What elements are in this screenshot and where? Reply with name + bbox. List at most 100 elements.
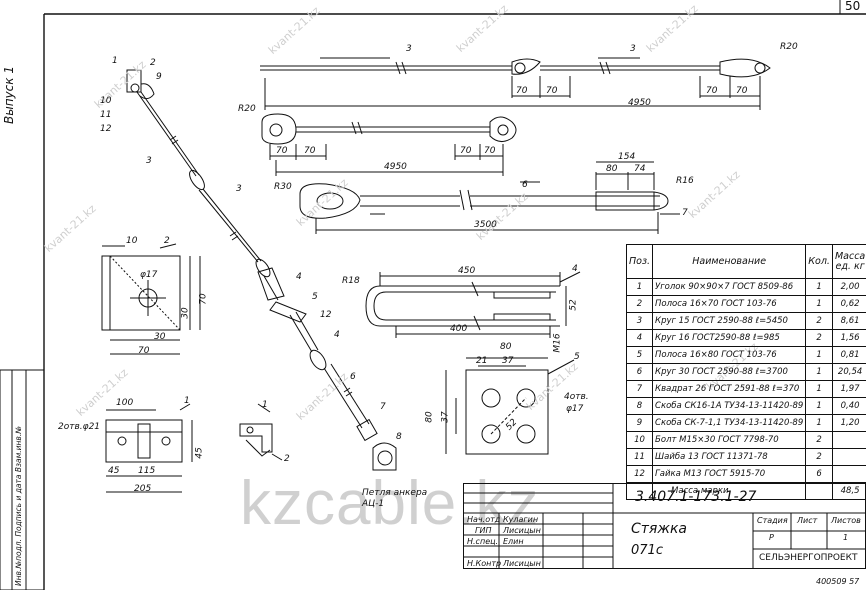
rod3-radius: R20 <box>780 42 798 52</box>
label-6: 6 <box>350 372 356 382</box>
anchor-label: Петля анкера АЦ-1 <box>362 488 428 509</box>
cell-mass: 0,40 <box>831 397 866 415</box>
part5-label: 5 <box>574 352 580 362</box>
cell-pos: 6 <box>625 363 654 381</box>
rod6-radius-right: R16 <box>676 176 694 186</box>
cell-mass <box>831 448 866 466</box>
title-block: 3.407.1-173.1-27 Нач.отд Кулагин ГИП Лис… <box>463 483 866 569</box>
cell-qty: 1 <box>805 397 833 415</box>
label-5: 5 <box>312 292 318 302</box>
part5-dim: 37 <box>440 411 451 423</box>
rod6-dim: 80 <box>606 164 618 174</box>
part2-dim: 30 <box>180 307 191 319</box>
label-7: 7 <box>380 402 386 412</box>
rod6-dim: 154 <box>618 152 636 162</box>
doc-code: 3.407.1-173.1-27 <box>635 489 757 505</box>
rod3-dim: 70 <box>516 86 528 96</box>
cell-name: Скоба СК16-1А ТУ34-13-11420-89 <box>652 397 807 415</box>
part2-dim: 10 <box>126 236 138 246</box>
header-pos: Поз. <box>625 244 654 279</box>
role-5: Н.Контр <box>467 559 502 568</box>
part4-dim: M16 <box>552 333 563 353</box>
rod6-label: 6 <box>522 180 528 190</box>
part5-dim: 80 <box>500 342 512 352</box>
label-8: 8 <box>396 432 402 442</box>
label-4b: 4 <box>334 330 340 340</box>
cell-name: Гайка М13 ГОСТ 5915-70 <box>652 465 807 483</box>
label-1: 1 <box>112 56 118 66</box>
cell-pos: 9 <box>625 414 654 432</box>
part2-dim: φ17 <box>140 270 158 280</box>
cell-name: Круг 16 ГОСТ2590-88 ℓ=985 <box>652 329 807 347</box>
part5-dim: φ17 <box>566 404 584 414</box>
cell-qty: 1 <box>805 278 833 296</box>
cell-qty: 2 <box>805 329 833 347</box>
cell-name: Скоба СК-7-1,1 ТУ34-13-11420-89 <box>652 414 807 432</box>
title-block-grid <box>463 483 866 569</box>
cell-mass <box>831 431 866 449</box>
rod6-label-7: 7 <box>682 208 688 218</box>
rod3b-dim: 70 <box>276 146 288 156</box>
cell-qty: 1 <box>805 414 833 432</box>
cell-pos: 8 <box>625 397 654 415</box>
cell-name: Болт М15×30 ГОСТ 7798-70 <box>652 431 807 449</box>
part1-dim: 205 <box>134 484 152 494</box>
cell-pos: 4 <box>625 329 654 347</box>
part1-label: 1 <box>184 396 190 406</box>
cell-name: Круг 30 ГОСТ 2590-88 ℓ=3700 <box>652 363 807 381</box>
rod3-dim: 70 <box>546 86 558 96</box>
rod3b-dim: 70 <box>304 146 316 156</box>
bottom-note: 400509 57 <box>816 577 860 586</box>
table-header-row: Поз. Наименование Кол. Масса ед. кг <box>625 244 866 279</box>
cell-qty: 1 <box>805 346 833 364</box>
label-12: 12 <box>100 124 112 134</box>
page-number: 50 <box>845 0 861 13</box>
doc-title: Стяжка <box>631 521 687 537</box>
part1-dim: 100 <box>116 398 134 408</box>
organization: СЕЛЬЭНЕРГОПРОЕКТ <box>759 553 858 563</box>
part4-dim: 52 <box>568 299 579 311</box>
role-3: Н.спец. <box>467 537 499 546</box>
rod6-radius-left: R30 <box>274 182 292 192</box>
cell-mass: 0,81 <box>831 346 866 364</box>
cell-mass: 1,56 <box>831 329 866 347</box>
label-12b: 12 <box>320 310 332 320</box>
name-1: Кулагин <box>503 515 539 524</box>
part2-label: 2 <box>164 236 170 246</box>
cell-qty: 1 <box>805 380 833 398</box>
part5-dim: 37 <box>502 356 514 366</box>
label-3: 3 <box>146 156 152 166</box>
part4-dim: 400 <box>450 324 468 334</box>
cell-name: Полоса 16×80 ГОСТ 103-76 <box>652 346 807 364</box>
cell-mass: 2,00 <box>831 278 866 296</box>
part4-dim: 450 <box>458 266 476 276</box>
rod3b-dim: 70 <box>460 146 472 156</box>
side-stamp: Инв.№подл. Подпись и дата Взам.инв.№ <box>14 425 23 586</box>
cell-name: Шайба 13 ГОСТ 11371-78 <box>652 448 807 466</box>
cell-pos: 5 <box>625 346 654 364</box>
part2-dim: 30 <box>154 332 166 342</box>
cell-name: Уголок 90×90×7 ГОСТ 8509-86 <box>652 278 807 296</box>
cell-qty: 2 <box>805 312 833 330</box>
cell-name: Круг 15 ГОСТ 2590-88 ℓ=5450 <box>652 312 807 330</box>
header-name: Наименование <box>652 244 807 279</box>
volume-label: Выпуск 1 <box>2 66 16 124</box>
cell-pos: 12 <box>625 465 654 483</box>
part1-dim: 45 <box>194 447 205 459</box>
cell-qty: 2 <box>805 431 833 449</box>
cell-name: Квадрат 26 ГОСТ 2591-88 ℓ=370 <box>652 380 807 398</box>
sheets-label: Листов <box>831 516 861 525</box>
label-11: 11 <box>100 110 112 120</box>
part4-radius: R18 <box>342 276 360 286</box>
sheet-label: Лист <box>797 516 818 525</box>
cell-pos: 1 <box>625 278 654 296</box>
name-5: Лисицын <box>503 559 541 568</box>
